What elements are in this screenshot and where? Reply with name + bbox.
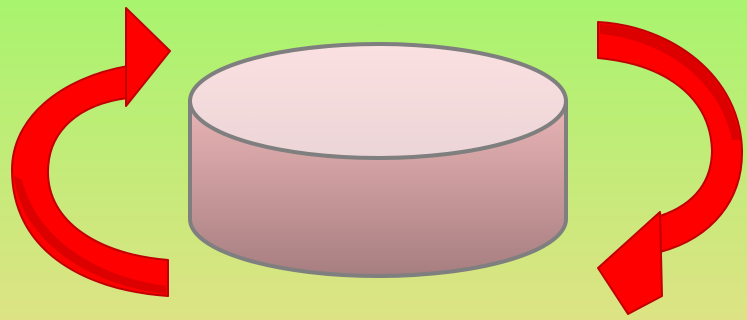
cylinder-top bbox=[190, 44, 566, 158]
cylinder bbox=[190, 44, 566, 276]
